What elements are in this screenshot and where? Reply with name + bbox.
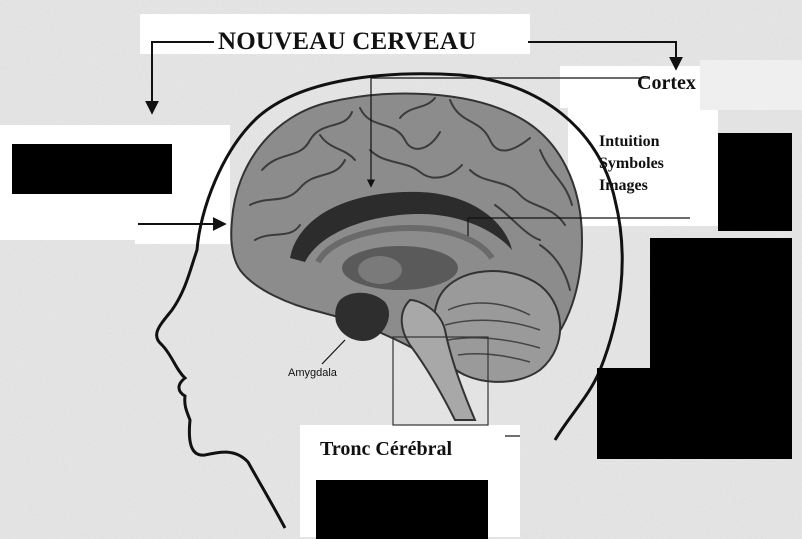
- redaction-left: [12, 144, 172, 194]
- label-intuition: Intuition: [599, 131, 664, 153]
- redaction-right-lower: [650, 238, 792, 373]
- redaction-bottom: [316, 480, 488, 539]
- label-images: Images: [599, 175, 664, 197]
- label-symboles: Symboles: [599, 153, 664, 175]
- label-tronc-cerebral: Tronc Cérébral: [320, 438, 452, 461]
- label-intuition-group: Intuition Symboles Images: [599, 131, 664, 197]
- label-amygdala: Amygdala: [288, 367, 337, 379]
- diagram-title: NOUVEAU CERVEAU: [218, 28, 476, 56]
- redaction-right-bottom: [597, 368, 792, 459]
- redaction-right-upper: [718, 133, 792, 231]
- label-cortex: Cortex: [637, 72, 696, 95]
